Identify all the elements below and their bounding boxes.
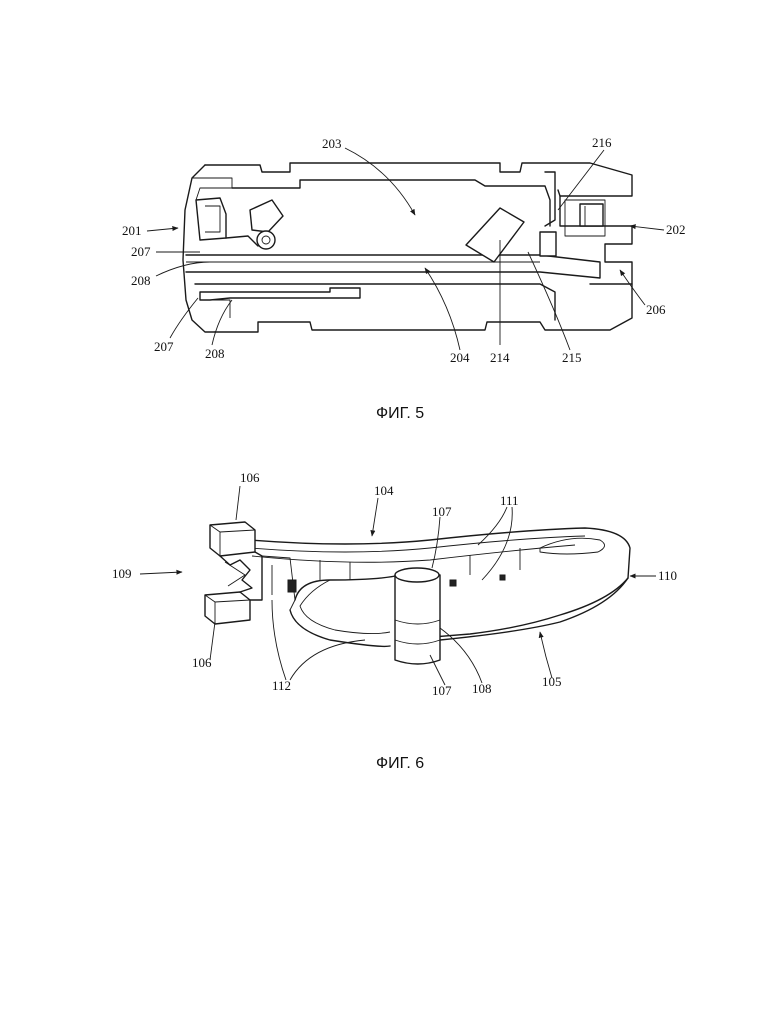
ref-107-upper: 107: [432, 504, 452, 519]
ref-108: 108: [472, 681, 492, 696]
ref-104: 104: [374, 483, 394, 498]
figure-6-caption: ФИГ. 6: [376, 755, 424, 772]
ref-106-lower: 106: [192, 655, 212, 670]
ref-208-lower: 208: [205, 346, 225, 361]
ref-214: 214: [490, 350, 510, 365]
ref-105: 105: [542, 674, 562, 689]
ref-110: 110: [658, 568, 677, 583]
ref-207-upper: 207: [131, 244, 151, 259]
ref-106-upper: 106: [240, 470, 260, 485]
figure-6: 106 104 107 111 109 110 106 112 107 108 …: [112, 470, 677, 772]
ref-208-upper: 208: [131, 273, 151, 288]
ref-111: 111: [500, 493, 519, 508]
ref-216: 216: [592, 135, 612, 150]
ref-206: 206: [646, 302, 666, 317]
fig6-part: [205, 522, 630, 664]
ref-112: 112: [272, 678, 291, 693]
ref-203: 203: [322, 136, 342, 151]
figure-5-caption: ФИГ. 5: [376, 405, 424, 422]
ref-207-lower: 207: [154, 339, 174, 354]
ref-215: 215: [562, 350, 582, 365]
fig5-housing: [183, 163, 632, 332]
ref-107-lower: 107: [432, 683, 452, 698]
figure-5: 203 216 201 202 207 208 206 207 208 204 …: [122, 135, 686, 422]
ref-109: 109: [112, 566, 132, 581]
ref-204: 204: [450, 350, 470, 365]
ref-201: 201: [122, 223, 142, 238]
ref-202: 202: [666, 222, 686, 237]
